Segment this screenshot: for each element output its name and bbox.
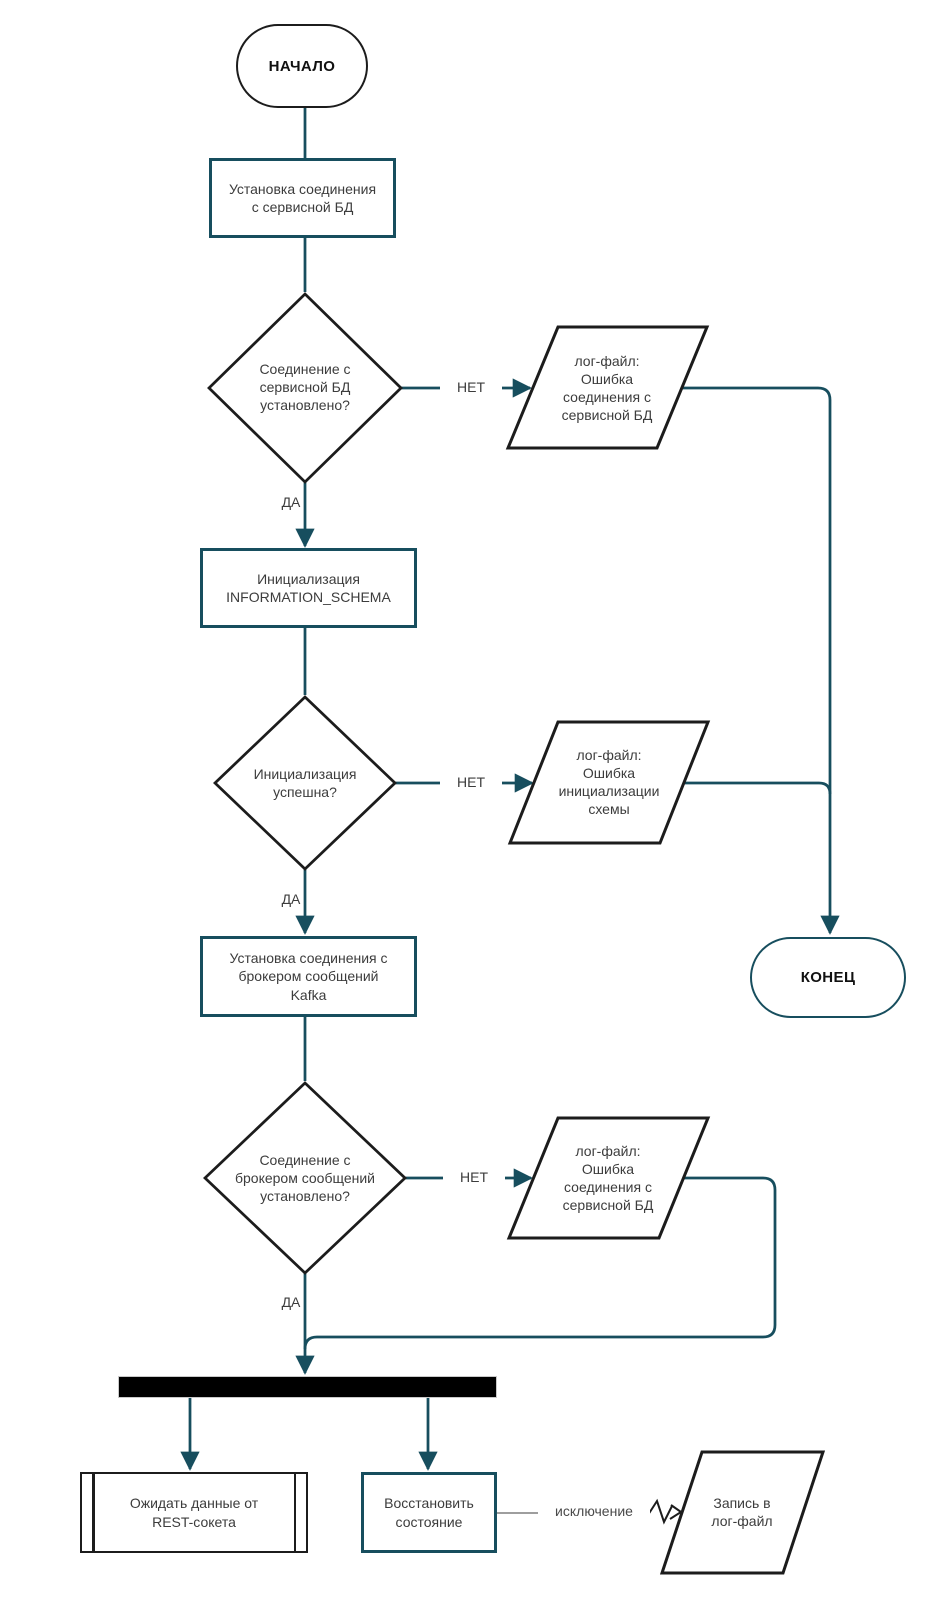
edge-label-yes-1: ДА (281, 494, 301, 510)
decision-kafka-connected (203, 1081, 407, 1275)
end-node: КОНЕЦ (750, 937, 906, 1018)
decision-init-successful-label: Инициализация успешна? (253, 766, 357, 801)
process-connect-service-db: Установка соединения с сервисной БД (209, 158, 396, 238)
end-label: КОНЕЦ (800, 969, 856, 986)
edge-label-no-3: НЕТ (443, 1169, 505, 1185)
io-write-log-file-label: Запись в лог-файл (711, 1495, 773, 1530)
edge-label-yes-2: ДА (281, 891, 301, 907)
io-log-error-init-schema (507, 720, 711, 845)
start-label: НАЧАЛО (268, 57, 336, 75)
process-init-information-schema-label: Инициализация INFORMATION_SCHEMA (226, 570, 391, 605)
process-init-information-schema: Инициализация INFORMATION_SCHEMA (200, 548, 417, 628)
edge-label-exception: исключение (538, 1503, 650, 1519)
io-log-error-connection-1-label: лог-файл: Ошибка соединения с сервисной … (561, 353, 653, 424)
io-log-error-init-schema-label: лог-файл: Ошибка инициализации схемы (558, 747, 660, 818)
decision-service-db-connected-label: Соединение с сервисной БД установлено? (259, 361, 351, 414)
io-log-error-connection-2-label: лог-файл: Ошибка соединения с сервисной … (562, 1143, 654, 1214)
predefined-right-bar (293, 1474, 296, 1551)
io-log-error-connection-1 (505, 325, 710, 450)
predefined-left-bar (92, 1474, 95, 1551)
fork-bar (118, 1376, 497, 1398)
edge-label-no-2: НЕТ (440, 774, 502, 790)
decision-init-successful (213, 695, 397, 871)
edge-log1-to-end (682, 386, 840, 935)
predefined-wait-rest-socket: Ожидать данные от REST-сокета (80, 1472, 308, 1553)
predefined-wait-rest-socket-label: Ожидать данные от REST-сокета (129, 1495, 259, 1530)
exception-zigzag (647, 1498, 673, 1525)
io-write-log-file (659, 1450, 826, 1575)
edge-label-no-1: НЕТ (440, 379, 502, 395)
process-connect-kafka-label: Установка соединения с брокером сообщени… (229, 950, 388, 1003)
process-restore-state-label: Восстановить состояние (384, 1495, 474, 1530)
edge-log3-return-to-fork (303, 1176, 777, 1350)
process-restore-state: Восстановить состояние (361, 1472, 497, 1553)
start-node: НАЧАЛО (236, 24, 368, 108)
process-connect-service-db-label: Установка соединения с сервисной БД (228, 180, 377, 215)
edge-log2-join-end-line (684, 781, 832, 795)
decision-kafka-connected-label: Соединение с брокером сообщений установл… (234, 1152, 375, 1205)
edge-label-yes-3: ДА (281, 1294, 301, 1310)
process-connect-kafka: Установка соединения с брокером сообщени… (200, 936, 417, 1017)
decision-service-db-connected (207, 292, 403, 484)
io-log-error-connection-2 (506, 1116, 711, 1240)
